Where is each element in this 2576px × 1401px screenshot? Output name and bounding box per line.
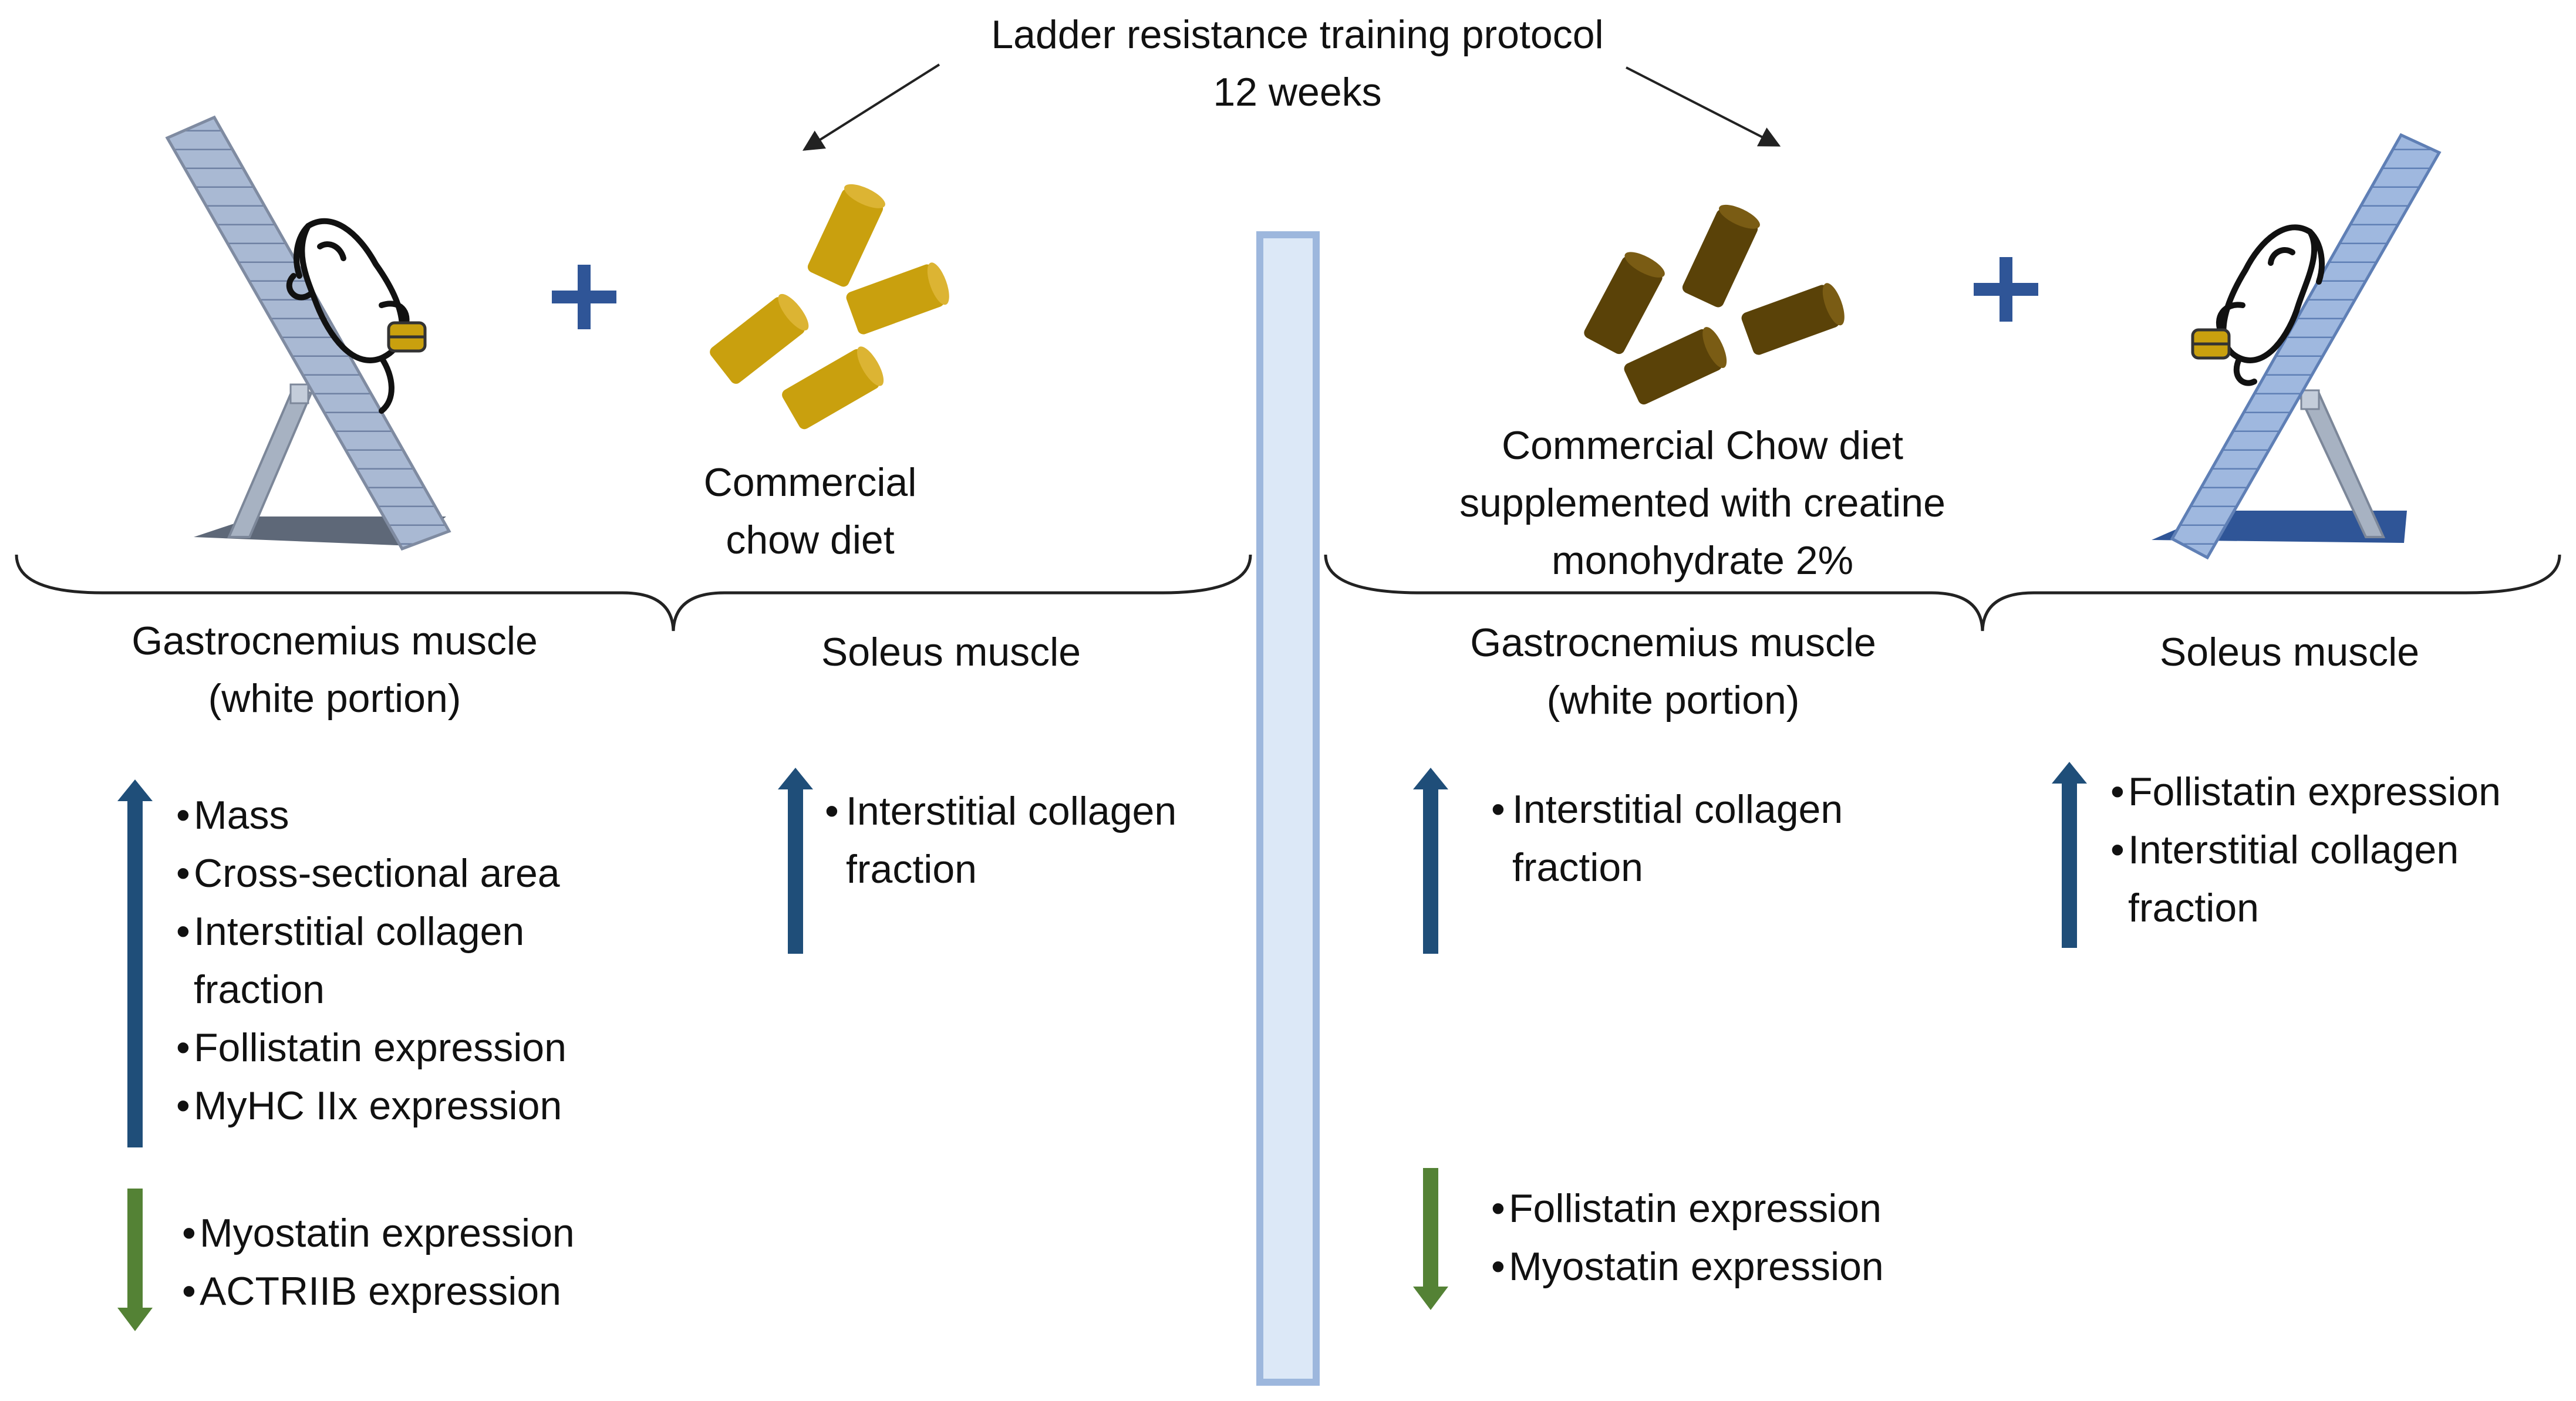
weight-icon-right xyxy=(2191,328,2231,360)
title-arrow-left xyxy=(802,63,940,151)
list-item: Myostatin expression xyxy=(1491,1238,1961,1296)
diet-label-right-line-3: monohydrate 2% xyxy=(1551,538,1854,583)
list-item: Follistatin expression xyxy=(1491,1180,1961,1238)
diet-label-left: Commercial chow diet xyxy=(634,454,986,569)
up-arrow-right-soleus xyxy=(2052,762,2087,948)
up-arrow-right-gastrocnemius xyxy=(1413,768,1448,954)
plus-icon-left xyxy=(552,265,616,329)
heading-left-gastrocnemius: Gastrocnemius muscle (white portion) xyxy=(76,612,593,727)
list-item: ACTRIIB expression xyxy=(182,1262,640,1321)
title-arrow-right xyxy=(1626,66,1781,147)
list-left-soleus-increased: Interstitial collagen fraction xyxy=(825,782,1236,899)
ladder-icon-left xyxy=(165,115,451,551)
chow-pellet-icon-left xyxy=(710,184,949,430)
center-divider xyxy=(1256,231,1320,1386)
down-arrow-left-gastrocnemius xyxy=(117,1189,153,1331)
diet-label-right-line-1: Commercial Chow diet xyxy=(1502,423,1903,468)
rat-icon-left xyxy=(286,218,410,414)
up-arrow-left-soleus xyxy=(778,768,813,954)
list-item: Interstitial collagen fraction xyxy=(825,782,1222,899)
diet-label-left-line-2: chow diet xyxy=(726,518,895,562)
down-arrow-right-gastrocnemius xyxy=(1413,1168,1448,1310)
list-item: Interstitial collagen fraction xyxy=(1491,781,1888,897)
list-item: Interstitial collagen fraction xyxy=(2110,821,2492,937)
brace-left xyxy=(15,554,1252,632)
chow-pellet-icon-right xyxy=(1584,204,1845,405)
plus-icon-right xyxy=(1974,257,2038,322)
heading-left-gastrocnemius-line-1: Gastrocnemius muscle xyxy=(132,619,538,663)
list-item: Mass xyxy=(176,786,634,845)
heading-right-gastrocnemius-line-1: Gastrocnemius muscle xyxy=(1470,620,1876,665)
brace-right xyxy=(1324,554,2561,632)
ladder-icon-right xyxy=(2152,133,2442,560)
heading-right-soleus: Soleus muscle xyxy=(2159,630,2420,674)
list-item: Myostatin expression xyxy=(182,1204,640,1262)
title-line-2: 12 weeks xyxy=(1213,70,1382,114)
list-item: Follistatin expression xyxy=(176,1019,634,1077)
list-item: MyHC IIx expression xyxy=(176,1077,634,1135)
rat-icon-right xyxy=(2216,224,2325,386)
heading-left-soleus: Soleus muscle xyxy=(821,630,1081,674)
list-right-gastrocnemius-increased: Interstitial collagen fraction xyxy=(1491,781,1902,897)
up-arrow-left-gastrocnemius xyxy=(117,779,153,1147)
heading-right-gastrocnemius-line-2: (white portion) xyxy=(1546,678,1800,723)
weight-icon-left xyxy=(387,321,427,353)
list-right-gastrocnemius-decreased: Follistatin expression Myostatin express… xyxy=(1491,1180,1961,1296)
diagram-title: Ladder resistance training protocol 12 w… xyxy=(816,6,1779,121)
list-right-soleus-increased: Follistatin expression Interstitial coll… xyxy=(2110,763,2568,937)
diet-label-right-line-2: supplemented with creatine xyxy=(1459,481,1946,525)
diet-label-left-line-1: Commercial xyxy=(703,460,917,505)
list-left-gastrocnemius-decreased: Myostatin expression ACTRIIB expression xyxy=(182,1204,640,1321)
list-item: Interstitial collagen fraction xyxy=(176,903,569,1019)
heading-left-gastrocnemius-line-2: (white portion) xyxy=(208,676,461,721)
diet-label-right: Commercial Chow diet supplemented with c… xyxy=(1374,417,2031,589)
title-line-1: Ladder resistance training protocol xyxy=(991,12,1604,57)
heading-right-gastrocnemius: Gastrocnemius muscle (white portion) xyxy=(1415,614,1931,729)
list-item: Follistatin expression xyxy=(2110,763,2568,821)
list-item: Cross-sectional area xyxy=(176,845,634,903)
list-left-gastrocnemius-increased: Mass Cross-sectional area Interstitial c… xyxy=(176,786,634,1135)
